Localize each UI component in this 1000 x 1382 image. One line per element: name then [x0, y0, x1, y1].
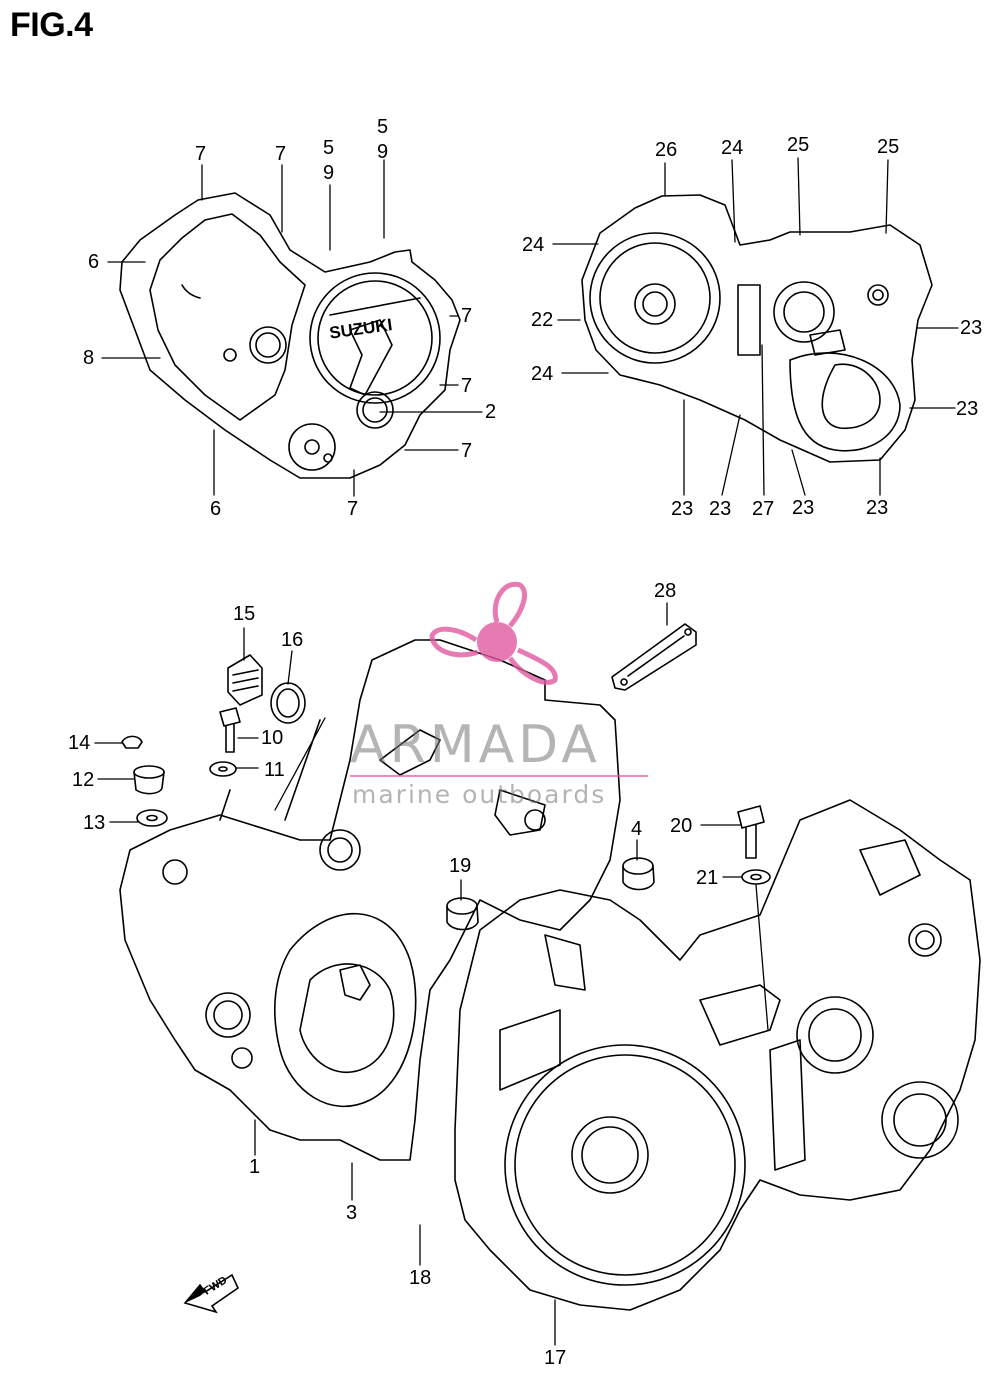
callout-5: 5: [377, 116, 389, 138]
callout-23: 23: [866, 497, 889, 519]
callout-14: 14: [68, 732, 91, 754]
right-cover-drawing: [581, 194, 933, 463]
small-parts-drawing: [121, 623, 771, 931]
callout-23: 23: [709, 498, 732, 520]
callout-12: 12: [72, 769, 95, 791]
callout-9: 9: [323, 162, 335, 184]
callout-18: 18: [409, 1267, 432, 1289]
callout-5: 5: [323, 137, 335, 159]
figure-title: FIG.4: [10, 6, 93, 44]
callout-7: 7: [275, 143, 287, 165]
callout-23: 23: [792, 497, 815, 519]
svg-text:SUZUKI: SUZUKI: [328, 315, 393, 343]
callout-7: 7: [461, 440, 473, 462]
callout-7: 7: [461, 305, 473, 327]
callout-21: 21: [696, 867, 719, 889]
callout-23: 24: [531, 363, 554, 385]
callout-23: 23: [956, 398, 979, 420]
callout-19: 19: [449, 855, 472, 877]
callout-26: 26: [655, 139, 678, 161]
callout-24: 24: [721, 137, 744, 159]
callout-10: 10: [261, 727, 284, 749]
callout-7: 7: [461, 375, 473, 397]
callout-6: 6: [88, 251, 100, 273]
callout-9: 9: [377, 141, 389, 163]
callout-24: 23: [960, 317, 983, 339]
propeller-logo-icon: [429, 581, 558, 685]
callout-17: 17: [544, 1347, 567, 1369]
callout-7: 7: [195, 143, 207, 165]
callout-23: 23: [671, 498, 694, 520]
callout-3: 3: [346, 1202, 358, 1224]
callout-22: 22: [531, 309, 554, 331]
callout-16: 16: [281, 629, 304, 651]
callout-25: 25: [877, 136, 900, 158]
callout-25: 25: [787, 134, 810, 156]
callout-7: 7: [347, 498, 359, 520]
callout-15: 15: [233, 603, 256, 625]
callout-27: 27: [752, 498, 775, 520]
callout-20: 20: [670, 815, 693, 837]
callout-4: 4: [631, 818, 643, 840]
callout-6: 6: [210, 498, 222, 520]
leader-lines: [94, 157, 959, 1346]
callout-2: 2: [485, 401, 497, 423]
callout-11: 11: [264, 759, 285, 781]
left-cover-drawing: SUZUKI: [119, 192, 461, 479]
right-crankcase-drawing: [454, 799, 981, 1311]
left-crankcase-drawing: [119, 639, 621, 1161]
callout-13: 13: [83, 812, 106, 834]
callout-8: 8: [83, 347, 95, 369]
watermark-brand: ARMADA: [350, 715, 601, 775]
callout-24: 24: [522, 234, 545, 256]
fwd-arrow-icon: [183, 1273, 240, 1314]
callout-28: 28: [654, 580, 677, 602]
watermark-tagline: marine outboards: [352, 780, 607, 809]
callout-1: 1: [249, 1156, 261, 1178]
